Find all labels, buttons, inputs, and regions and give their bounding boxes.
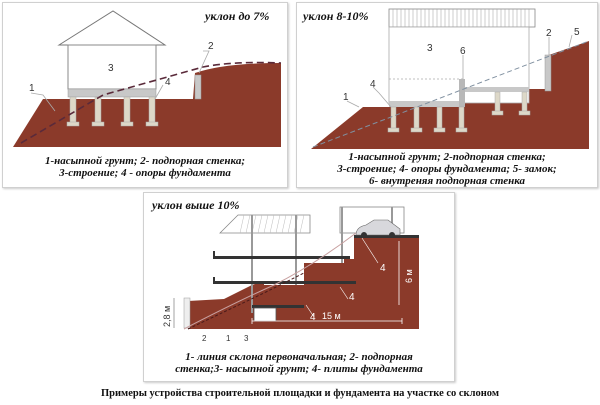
panel-title: уклон 8-10% — [303, 9, 369, 23]
label-1: 1 — [29, 83, 35, 94]
label-1: 1 — [226, 334, 231, 343]
label-2: 2 — [546, 28, 552, 39]
parking-slab — [354, 235, 419, 238]
panel-caption: 1-насыпной грунт; 2- подпорная стенка; 3… — [3, 155, 287, 179]
soil-mass — [13, 63, 281, 147]
original-slope-line — [20, 61, 282, 144]
caption-line: 3-строение; 4- опоры фундамента; 5- замо… — [337, 163, 557, 175]
car-icon — [355, 219, 401, 236]
label-5: 5 — [574, 27, 580, 38]
label-4: 4 — [370, 79, 376, 90]
retaining-wall — [194, 74, 202, 100]
diagram-slope-up-to-7: 1 2 3 4 — [13, 10, 282, 147]
inner-retaining-wall — [459, 79, 465, 107]
caption-line: 3-строение; 4 - опоры фундамента — [59, 167, 231, 179]
diagram-slope-8-10: 1 2 3 4 5 6 — [311, 8, 590, 149]
caption-line: 6- внутреняя подпорная стенка — [368, 175, 526, 187]
retaining-wall — [544, 54, 552, 92]
diagram-slope-above-10: 15 м 6 м 2,8 м 4 4 4 2 1 3 — [162, 206, 419, 343]
caption-line: стенка;3- насыпной грунт; 4- плиты фунда… — [175, 363, 423, 375]
panel-title: уклон до 7% — [205, 9, 270, 23]
caption-line: 1-насыпной грунт; 2- подпорная стенка; — [45, 155, 245, 167]
diagram-panel-slope-up-to-7: 1 2 3 4 уклон до 7% 1-насыпной грунт; 2-… — [2, 2, 288, 188]
panel-caption: 1-насыпной грунт; 2-подпорная стенка; 3-… — [297, 151, 597, 187]
basement — [253, 307, 277, 322]
label-4: 4 — [310, 312, 316, 323]
dimension-width: 15 м — [322, 311, 341, 321]
diagram-panel-slope-8-10: 1 2 3 4 5 6 уклон 8-10% 1-насыпной грунт… — [296, 2, 598, 188]
label-1: 1 — [343, 92, 349, 103]
retaining-wall — [183, 297, 191, 329]
house-body — [67, 44, 157, 90]
panel-title: уклон выше 10% — [152, 198, 240, 212]
label-2: 2 — [202, 334, 207, 343]
foundation-slab-upper — [463, 87, 529, 92]
original-slope-line — [312, 40, 590, 148]
dimension-height-right: 6 м — [404, 269, 414, 283]
original-slope-line — [183, 232, 357, 330]
diagram-panel-slope-above-10: 15 м 6 м 2,8 м 4 4 4 2 1 3 уклон выше 10… — [143, 192, 455, 382]
label-6: 6 — [460, 46, 466, 57]
label-3: 3 — [427, 43, 433, 54]
roof-canopy — [219, 214, 311, 234]
dimension-height-left: 2,8 м — [162, 306, 172, 327]
house-roof — [57, 10, 167, 46]
caption-line: 1- линия склона первоначальная; 2- подпо… — [185, 351, 413, 363]
soil-mass — [188, 238, 419, 329]
floor-slab-2 — [214, 256, 350, 259]
floor-slab-0 — [252, 305, 304, 308]
label-3: 3 — [244, 334, 249, 343]
label-4: 4 — [165, 77, 171, 88]
panel-caption: 1- линия склона первоначальная; 2- подпо… — [144, 351, 454, 375]
caption-line: 1-насыпной грунт; 2-подпорная стенка; — [348, 151, 546, 163]
foundation-pillars — [387, 91, 531, 133]
label-2: 2 — [208, 41, 214, 52]
figure-caption: Примеры устройства строительной площадки… — [100, 388, 499, 399]
label-3: 3 — [108, 63, 114, 74]
soil-mass — [311, 41, 589, 149]
label-4: 4 — [380, 263, 386, 274]
label-4: 4 — [349, 292, 355, 303]
